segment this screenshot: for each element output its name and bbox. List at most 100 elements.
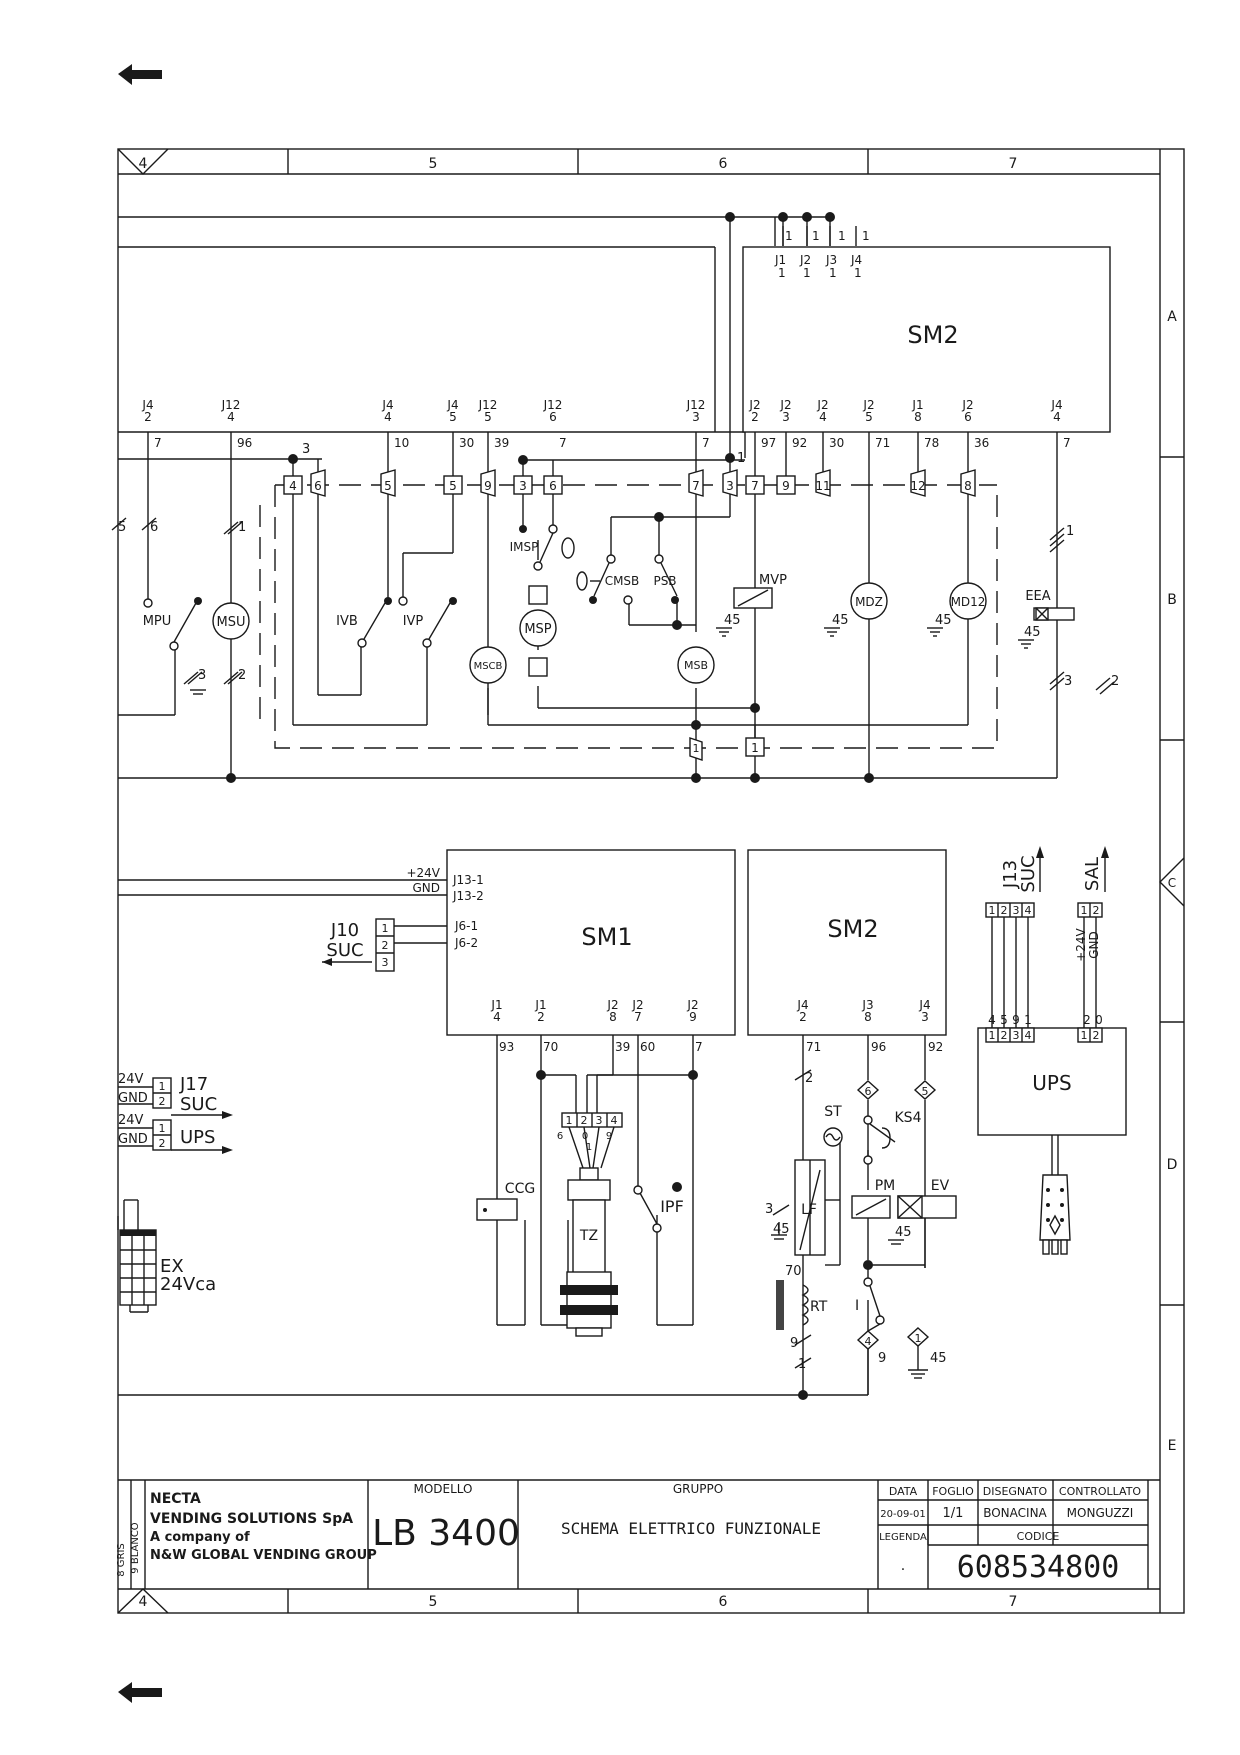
upper-wire-number: 30 [829,436,844,450]
upper-connector-pin: 8 [914,410,922,424]
sm2b-pin-conn: J4 [918,998,930,1012]
terminal-number: 9 [484,479,492,493]
terminal-number: 5 [384,479,392,493]
terminal-box [380,469,396,497]
sm2-top-pin-num: 1 [785,229,793,243]
md12-label: MD12 [951,595,986,609]
sm2-bottom-label: SM2 [827,915,878,943]
i-label: I [855,1298,859,1314]
row-label: B [1167,592,1177,608]
upper-ground-num: 45 [1024,625,1041,640]
msb-label: MSB [684,659,708,672]
sm2b-pin-pin: 3 [921,1010,929,1024]
lower-wire-num: 45 [930,1351,947,1366]
j10-pin: 3 [382,956,389,969]
ivb-label: IVB [336,614,358,629]
tz-label: TZ [579,1228,598,1244]
sm2-top-pin-conn: J4 [850,253,862,267]
data-value: 20-09-01 [880,1509,925,1520]
foglio-value: 1/1 [943,1506,964,1521]
company-parent-label: A company of [150,1530,250,1545]
sm1-pin-conn: J2 [606,998,618,1012]
disegnato-label: DISEGNATO [983,1485,1048,1498]
terminal-box [688,469,704,497]
sm2-top-pin-pin: 1 [829,266,837,280]
terminal-box [480,469,496,497]
ups-sal: SAL [1082,857,1103,891]
terminal-box [543,475,563,495]
ivp-label: IVP [403,614,424,629]
diamond-num: 6 [865,1085,872,1098]
sm1-pin-pin: 7 [634,1010,642,1024]
upper-connector-name: J4 [381,398,393,412]
ups-terminal-cell: 4 [1025,1029,1032,1042]
msp-motor [519,609,557,647]
ups-p24: +24V [1074,927,1088,961]
lower-wire-num: 1 [798,1357,806,1372]
company-parent: N&W GLOBAL VENDING GROUP [150,1548,377,1563]
sm1-module [446,849,736,1036]
gruppo-label: GRUPPO [673,1482,723,1496]
sm2b-pin-conn: J4 [796,998,808,1012]
terminal-number: 3 [726,479,734,493]
upper-connector-pin: 5 [449,410,457,424]
upper-connector-name: J4 [1050,398,1062,412]
sm1-pin-pin: 8 [609,1010,617,1024]
legenda-value: . [901,1558,905,1574]
row-label: D [1167,1157,1178,1173]
left-label: 24V [118,1072,144,1087]
sm2b-wire-number: 71 [806,1040,821,1054]
back-arrow-top[interactable] [118,64,162,85]
upper-wire-num: 2 [238,668,246,683]
ups-terminal-cell: 1 [989,904,996,917]
sm2-top-module [742,246,1111,433]
drawing-frame [117,148,1185,1614]
upper-connector-pin: 2 [144,410,152,424]
row-label: A [1167,309,1177,325]
sm2b-wire-number: 96 [871,1040,886,1054]
upper-wire-number: 10 [394,436,409,450]
tz-wire: 9 [606,1131,612,1142]
side-note-2: 9 BLANCO [130,1522,141,1574]
tz-wire: 1 [586,1142,592,1153]
upper-connector-pin: 2 [751,410,759,424]
upper-wire-number: 78 [924,436,939,450]
upper-connector-pin: 5 [865,410,873,424]
col-label: 7 [1009,156,1018,172]
back-arrow-bottom[interactable] [118,1682,162,1703]
modello-label: MODELLO [413,1482,472,1496]
ups-terminal-cell: 2 [1093,904,1100,917]
ups-terminal-cell: 1 [989,1029,996,1042]
sm1-supply-g: GND [412,881,440,895]
modello-value: LB 3400 [372,1513,520,1554]
rt-label: RT [810,1299,828,1315]
terminal-number: 6 [549,479,557,493]
gruppo-value: SCHEMA ELETTRICO FUNZIONALE [561,1519,821,1538]
upper-connector-name: J2 [779,398,791,412]
terminal-box [960,469,976,497]
terminal-number: 9 [782,479,790,493]
upper-wire-number: 7 [559,436,567,450]
tz-body [572,1199,606,1279]
terminal-1: 1 [751,741,759,755]
j17-label: J17 [179,1074,208,1095]
ups-suc: SUC [1018,855,1039,892]
ups-wire-number: 4 [988,1013,996,1027]
upper-connector-name: J2 [748,398,760,412]
terminal-box [443,475,463,495]
sm1-pin-pin: 4 [493,1010,501,1024]
lower-wire-num: 9 [790,1336,798,1351]
left-label: GND [118,1091,148,1106]
ups-terminal-cell: 1 [1081,1029,1088,1042]
col-label: 4 [139,1594,148,1610]
ex-24vca-label: 24Vca [160,1274,216,1295]
sm1-j13-1: J13-1 [452,873,484,887]
upper-connector-name: J2 [961,398,973,412]
ups-wire-number: 2 [1083,1013,1091,1027]
sm2-top-pin-num: 1 [862,229,870,243]
terminal-box [513,475,533,495]
mpu-label: MPU [143,614,172,629]
controllato-value: MONGUZZI [1067,1506,1134,1520]
upper-wire-num: 3 [302,442,310,457]
